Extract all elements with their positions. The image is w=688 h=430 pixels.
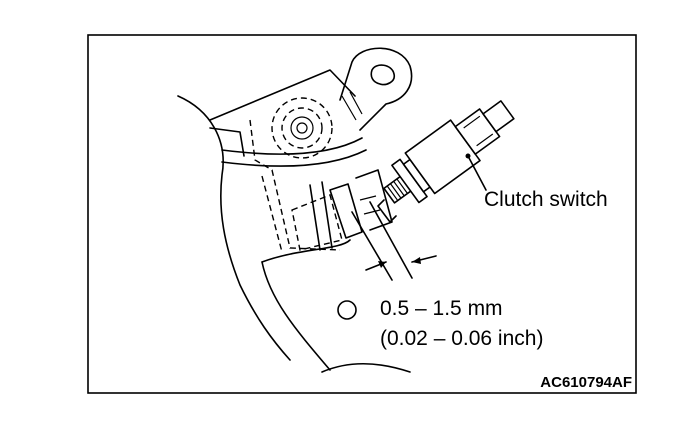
pivot-bushing bbox=[249, 97, 343, 253]
clearance-metric-label: 0.5 – 1.5 mm bbox=[380, 297, 503, 320]
pivot-bracket bbox=[339, 47, 413, 131]
pedal-stopper bbox=[309, 169, 393, 251]
clutch-switch bbox=[383, 100, 515, 204]
figure-frame bbox=[87, 34, 637, 394]
figure-code: AC610794AF bbox=[540, 374, 632, 391]
switch-plunger bbox=[377, 199, 397, 223]
clearance-imperial-label: (0.02 – 0.06 inch) bbox=[380, 327, 543, 350]
pedal-bracket bbox=[177, 69, 367, 371]
clearance-dimension bbox=[351, 201, 437, 281]
clutch-switch-label: Clutch switch bbox=[484, 188, 608, 211]
lower-body-edge bbox=[321, 362, 411, 373]
mounting-hole bbox=[337, 300, 357, 320]
switch-leader bbox=[465, 153, 487, 191]
